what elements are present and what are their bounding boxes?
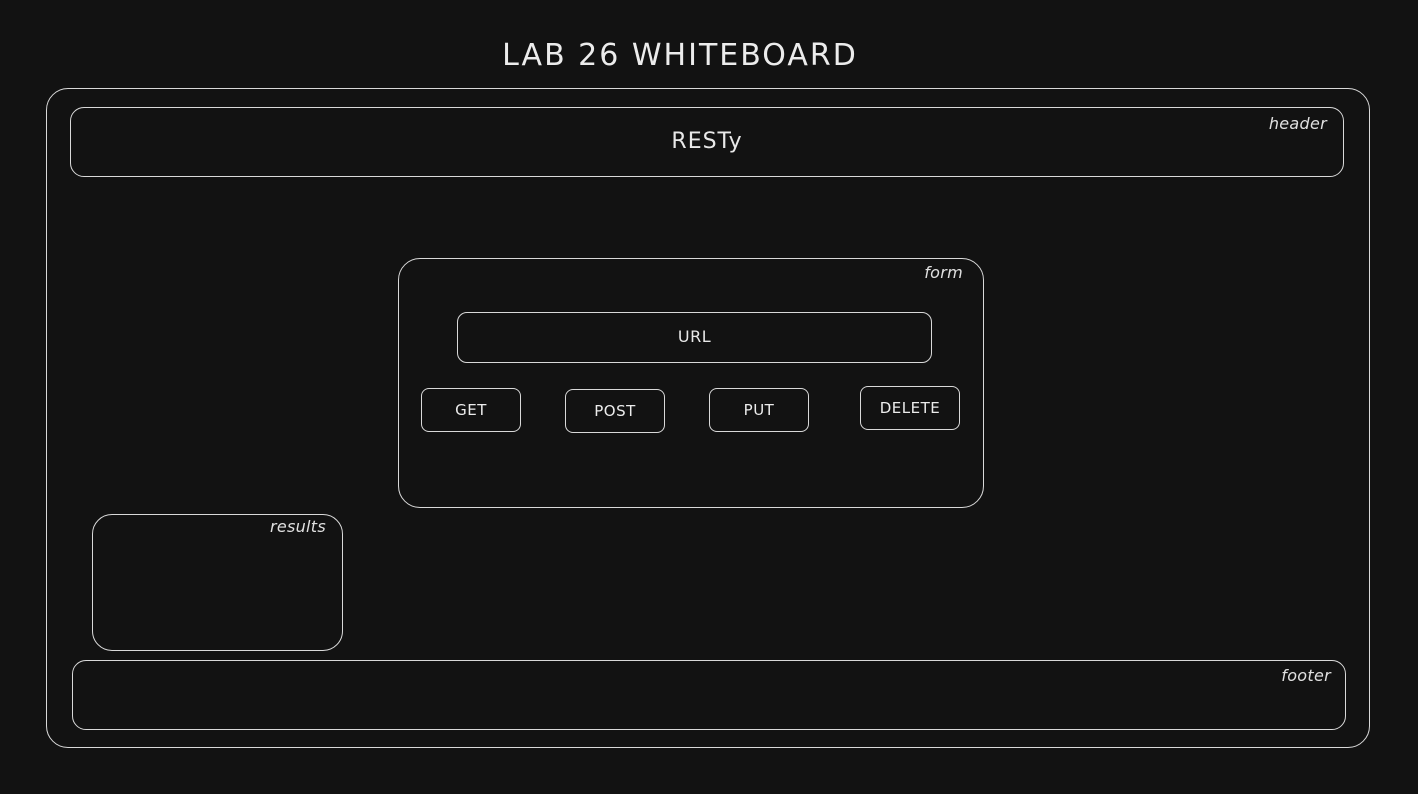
results-section: results [92, 514, 343, 651]
url-label: URL [677, 327, 712, 346]
header-tag: header [1268, 114, 1327, 133]
footer-tag: footer [1281, 666, 1331, 685]
form-section: form [398, 258, 984, 508]
put-button[interactable]: PUT [709, 388, 809, 432]
app-name: RESTy [671, 129, 743, 154]
whiteboard-title: LAB 26 WHITEBOARD [502, 38, 858, 73]
app-frame [46, 88, 1370, 748]
footer-section: footer [72, 660, 1346, 730]
header-section: header RESTy [70, 107, 1344, 177]
post-button[interactable]: POST [565, 389, 665, 433]
delete-button[interactable]: DELETE [860, 386, 960, 430]
get-button[interactable]: GET [421, 388, 521, 432]
results-tag: results [269, 517, 326, 536]
form-tag: form [924, 263, 963, 282]
url-input[interactable]: URL [457, 312, 932, 363]
